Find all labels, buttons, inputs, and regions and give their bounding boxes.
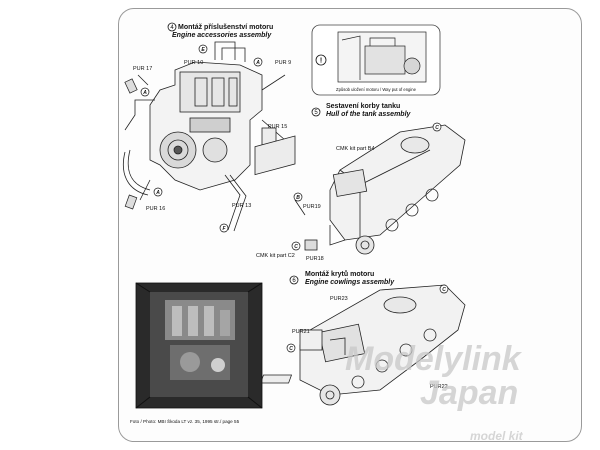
step-5-title-en: Hull of the tank assembly: [326, 111, 412, 118]
photo-caption: Foto / Photo: MBI Škoda LT vz. 35, 1995 …: [130, 418, 240, 424]
watermark-line2: Japan: [420, 374, 518, 412]
step-5-badge: [311, 107, 321, 117]
step-4-title-en: Engine accessories assembly: [172, 32, 272, 39]
step-6-number: 6: [292, 278, 296, 284]
label-pur22: PUR22: [430, 384, 448, 390]
step-6-title-en: Engine cowlings assembly: [305, 279, 395, 286]
marker-c-cowl-top: C: [442, 287, 446, 293]
label-pur16: PUR 16: [146, 206, 165, 212]
cowlings-drawing: [187, 284, 466, 406]
note-warning-badge: [315, 54, 327, 66]
label-pur21: PUR21: [292, 329, 310, 335]
part-pur17-drawing: [124, 78, 138, 94]
label-cmk-c2: CMK kit part C2: [256, 253, 295, 259]
label-cmk-b4: CMK kit part B4: [336, 146, 375, 152]
marker-a-left: A: [142, 90, 147, 96]
note-caption: Způsob uložení motoru / Way put of engin…: [336, 87, 417, 92]
label-pur17: PUR 17: [133, 66, 152, 72]
note-engine-sketch: [337, 31, 427, 83]
step-5-number: 5: [314, 110, 318, 116]
step-4-badge: [167, 22, 177, 32]
watermark-line3: model kit: [470, 429, 524, 443]
label-pur19: PUR19: [303, 204, 321, 210]
marker-a-top: A: [255, 60, 260, 66]
label-pur9: PUR 9: [275, 60, 291, 66]
marker-group-step4: E A A C A F: [140, 44, 292, 233]
marker-b: B: [296, 195, 300, 201]
marker-c-cowl-left: C: [289, 346, 293, 352]
label-pur23: PUR23: [330, 296, 348, 302]
note-warning-icon: !: [320, 58, 322, 65]
step-6-title-cz: Montáž krytů motoru: [305, 270, 374, 278]
watermark-line1: Modelylink: [345, 340, 523, 378]
marker-e: E: [201, 47, 205, 53]
reference-photo: [135, 282, 263, 409]
watermark: Modelylink Japan model kit: [345, 340, 524, 443]
label-pur13: PUR 13: [232, 203, 251, 209]
marker-c-hull-left: C: [294, 244, 298, 250]
step-4-number: 4: [170, 25, 174, 31]
label-pur18: PUR18: [306, 256, 324, 262]
part-pur16-drawing: [124, 194, 138, 210]
marker-a-bottom: A: [155, 190, 160, 196]
marker-group-step6: C C: [286, 284, 449, 353]
step-5-title-cz: Sestavení korby tanku: [326, 103, 400, 110]
label-pur15: PUR 15: [268, 124, 287, 130]
step-6-badge: [289, 275, 299, 285]
marker-c-hull-top: C: [435, 125, 439, 131]
step-4-title-cz: Montáž příslušenství motoru: [178, 24, 273, 31]
marker-f: F: [222, 226, 226, 232]
engine-drawing: [122, 41, 286, 232]
marker-group-step5: C B C: [291, 122, 442, 251]
hull-drawing: [254, 124, 466, 255]
label-pur10: PUR 10: [184, 60, 203, 66]
